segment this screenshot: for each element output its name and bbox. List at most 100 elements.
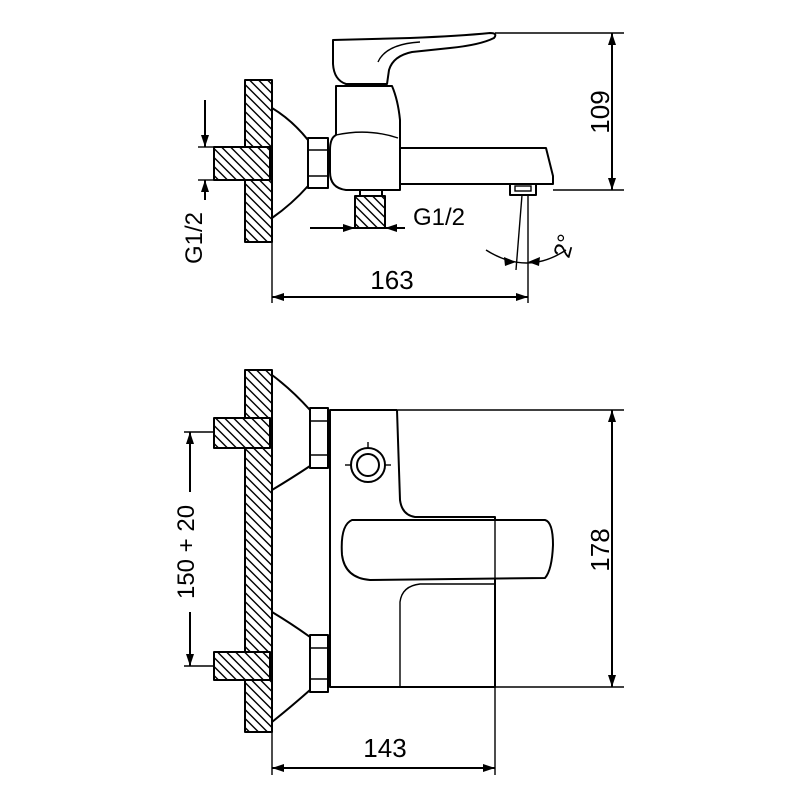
hatch-line	[244, 219, 268, 243]
hatch-line	[244, 601, 273, 629]
aerator-side	[509, 183, 537, 196]
dim-163: 163	[271, 195, 529, 303]
dim-178-label: 178	[585, 528, 615, 571]
arrowhead	[272, 764, 284, 772]
hatch-line	[244, 466, 273, 494]
hatch-line	[244, 183, 273, 211]
connection-nut-lower-front	[309, 634, 329, 693]
hatch-line	[267, 79, 273, 85]
hatch-line	[213, 675, 219, 681]
hatch-line	[244, 556, 273, 584]
hatch-line	[213, 148, 246, 181]
hatch-line	[372, 195, 386, 209]
arrowhead	[343, 224, 355, 232]
hatch-line	[230, 146, 264, 181]
arrowhead	[272, 293, 284, 301]
hatch-line	[244, 651, 271, 678]
dim-diverter-thread: G1/2	[310, 204, 465, 232]
hatch-line	[239, 146, 271, 178]
dim-wall-thread: G1/2	[181, 100, 214, 264]
inlet-pipe-upper-front	[213, 417, 271, 449]
hatch-line	[265, 369, 273, 377]
hatch-line	[244, 511, 273, 539]
hatch-line	[217, 651, 246, 681]
hatch-line	[242, 417, 271, 446]
hatch-line	[249, 79, 273, 103]
arrowhead	[186, 432, 194, 444]
dim-spout-angle: 2°	[485, 194, 581, 271]
hatch-line	[244, 484, 273, 512]
connection-nut-side	[307, 137, 329, 189]
hatch-line	[213, 166, 228, 181]
hatch-line	[244, 718, 259, 733]
connection-nut-upper-front	[309, 407, 329, 469]
wall-flange-upper-front	[271, 374, 311, 491]
hatch-line	[244, 93, 273, 121]
hatch-line	[224, 417, 255, 449]
hatch-line	[215, 417, 246, 449]
hatch-line	[244, 493, 273, 521]
hatch-line	[256, 369, 273, 386]
lever-handle-side	[332, 32, 497, 85]
hatch-line	[213, 157, 237, 181]
hatch-line	[244, 583, 273, 611]
hatch-line	[244, 682, 273, 710]
hatch-line	[213, 425, 237, 449]
arrowhead	[504, 257, 516, 266]
diverter-thread-label: G1/2	[413, 204, 465, 231]
hatch-line	[244, 547, 273, 575]
hatch-line	[244, 102, 273, 130]
wall-thread-label: G1/2	[181, 212, 208, 264]
hatch-line	[363, 195, 386, 218]
hatch-line	[244, 520, 273, 548]
hatch-line	[266, 146, 271, 151]
dim-143-label: 143	[363, 733, 406, 763]
arrowhead	[516, 293, 528, 301]
hatch-line	[244, 727, 250, 733]
hatch-line	[244, 385, 273, 413]
hatch-line	[244, 538, 273, 566]
mixer-body-side	[329, 85, 401, 191]
hatch-line	[381, 195, 386, 200]
hatch-line	[244, 457, 273, 485]
hatch-line	[244, 475, 273, 503]
arrowhead	[201, 180, 209, 192]
hatch-line	[233, 417, 264, 449]
arrowhead	[608, 410, 616, 422]
lever-handle-front	[340, 519, 554, 581]
front-view: 178 150 + 20 143	[173, 369, 624, 775]
arrowhead	[201, 135, 209, 147]
hatch-line	[244, 574, 273, 602]
hatch-line	[244, 592, 273, 620]
diverter-knob-side	[354, 195, 386, 229]
inlet-pipe-lower-front	[213, 651, 271, 681]
hatch-line	[213, 657, 237, 681]
hatch-line	[244, 565, 273, 593]
wall-flange-side	[271, 107, 309, 219]
arrowhead	[528, 257, 540, 266]
hatch-line	[235, 651, 264, 681]
dim-109-label: 109	[585, 90, 615, 133]
hatch-line	[226, 651, 255, 681]
hatch-line	[354, 196, 386, 227]
hatch-line	[213, 666, 228, 681]
dim-109: 109	[495, 32, 624, 191]
spout-side	[399, 147, 554, 185]
inlet-centres-label: 150 + 20	[173, 505, 200, 599]
hatch-line	[244, 192, 273, 220]
hatch-line	[244, 502, 273, 530]
hatch-line	[262, 651, 271, 660]
hatch-line	[213, 443, 219, 449]
side-view: 109 G1/2 G1/2 2°	[181, 32, 624, 303]
wall-flange-lower-front	[271, 611, 311, 723]
arrowhead	[385, 224, 397, 232]
hatch-line	[244, 237, 250, 243]
arrowhead	[608, 675, 616, 687]
hatch-line	[247, 369, 273, 395]
hatch-line	[244, 210, 273, 238]
hatch-line	[244, 120, 273, 148]
hatch-line	[244, 84, 273, 112]
hatch-line	[213, 434, 228, 449]
hatch-line	[244, 111, 273, 139]
